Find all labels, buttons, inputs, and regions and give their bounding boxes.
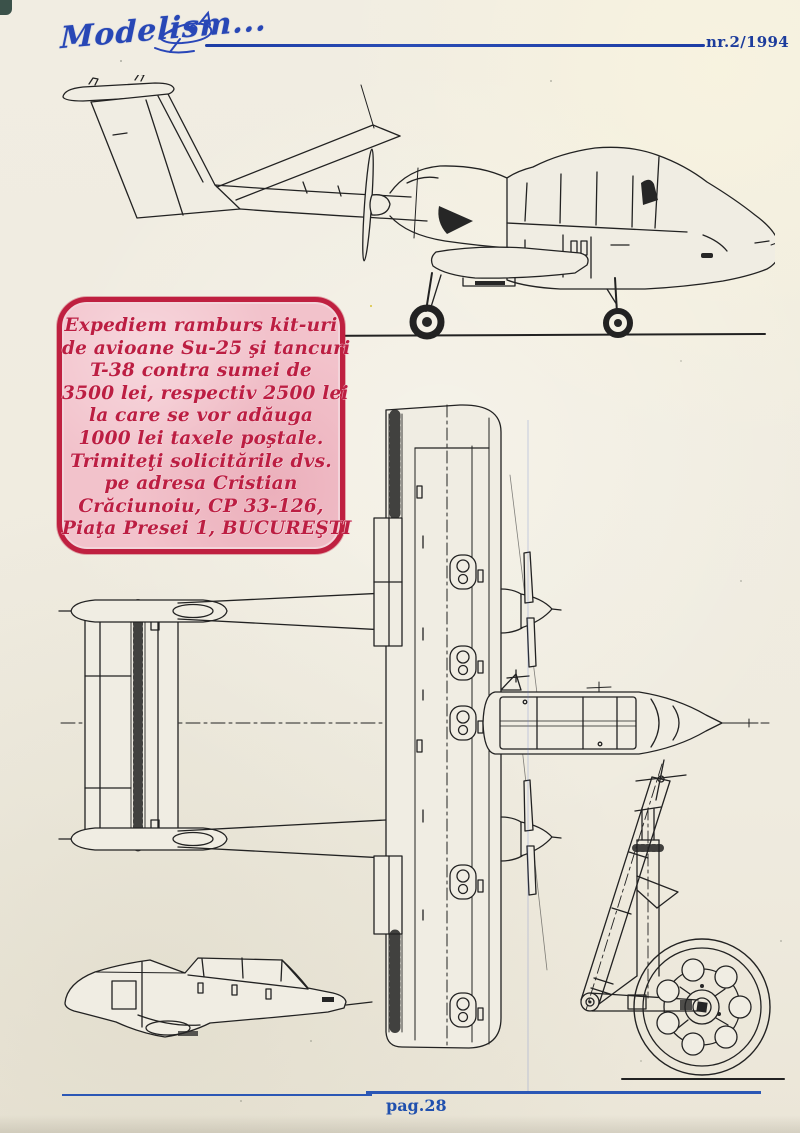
boom-tail-cone xyxy=(70,599,228,623)
antenna-line xyxy=(360,84,375,129)
main-landing-gear-detail-drawing xyxy=(580,759,785,1080)
ad-text-line: Trimiteţi solicitările dvs. xyxy=(70,450,332,472)
scan-corner-mark xyxy=(0,0,12,15)
header-rule xyxy=(205,44,705,47)
landing-gear xyxy=(409,272,633,340)
propeller-blade xyxy=(526,845,537,896)
ad-text-line: Crăciunoiu, CP 33-126, xyxy=(78,495,324,517)
ad-text-line: 3500 lei, respectiv 2500 lei xyxy=(62,382,349,404)
propeller-blade xyxy=(523,551,534,604)
wing xyxy=(373,404,502,1049)
pitot xyxy=(770,243,775,246)
spinner xyxy=(369,194,391,216)
issue-label: nr.2/1994 xyxy=(706,33,790,51)
upper-nacelle xyxy=(500,474,562,743)
propeller-blade xyxy=(523,779,534,832)
tailplane-assembly xyxy=(58,599,228,852)
oleo-strut xyxy=(632,806,679,999)
flap xyxy=(373,855,403,935)
tail-section xyxy=(62,75,241,219)
ad-text-line: Piaţa Presei 1, BUCUREŞTI xyxy=(62,518,352,540)
boom-tail-cone xyxy=(70,827,228,851)
ad-text-line: Expediem ramburs kit-uri xyxy=(64,315,338,336)
ad-text-line: la care se vor adăuga xyxy=(88,405,314,427)
tail-booms xyxy=(177,592,387,859)
ad-text-line: de avioane Su-25 şi tancuri xyxy=(62,337,351,359)
scan-crease-line xyxy=(527,420,529,1092)
pilot-figure xyxy=(641,179,658,205)
forward-fuselage-side-view-drawing xyxy=(64,957,373,1038)
lower-nacelle xyxy=(500,702,562,971)
footer-rule xyxy=(366,1091,761,1094)
propeller-blade xyxy=(526,617,537,668)
ground-line xyxy=(292,333,766,337)
page-number: pag.28 xyxy=(386,1096,447,1115)
sponson xyxy=(137,1014,201,1036)
aircraft-plan-view-drawing xyxy=(58,404,770,1049)
ad-text-line: 1000 lei taxele poştale. xyxy=(78,427,324,449)
ad-text-line: pe adresa Cristian xyxy=(104,473,298,495)
aircraft-side-view-drawing xyxy=(62,75,775,340)
engine-nacelle xyxy=(362,148,511,262)
wing-lines xyxy=(216,84,401,201)
paper-speckles xyxy=(120,60,122,62)
nose-wheel xyxy=(603,308,633,338)
wing-hardpoints xyxy=(449,554,484,1028)
mail-order-ad-box: Expediem ramburs kit-uri de avioane Su-2… xyxy=(57,297,352,554)
tail-boom xyxy=(214,181,428,222)
footer-rule xyxy=(62,1094,372,1096)
pitot xyxy=(345,1001,373,1006)
fuselage-pod-plan xyxy=(482,669,759,755)
canopy xyxy=(187,957,309,990)
wheel xyxy=(633,938,771,1076)
canopy-sill xyxy=(506,222,688,233)
airplane-doodle-icon xyxy=(154,10,213,54)
ad-text-line: T-38 contra sumei de xyxy=(90,360,312,382)
torque-link xyxy=(636,875,679,909)
sponson xyxy=(430,246,589,287)
axle-assembly xyxy=(580,975,701,1012)
drag-brace xyxy=(580,763,671,1011)
pod-outline xyxy=(64,957,347,1038)
exhaust xyxy=(438,206,473,234)
main-wheel xyxy=(409,304,445,340)
